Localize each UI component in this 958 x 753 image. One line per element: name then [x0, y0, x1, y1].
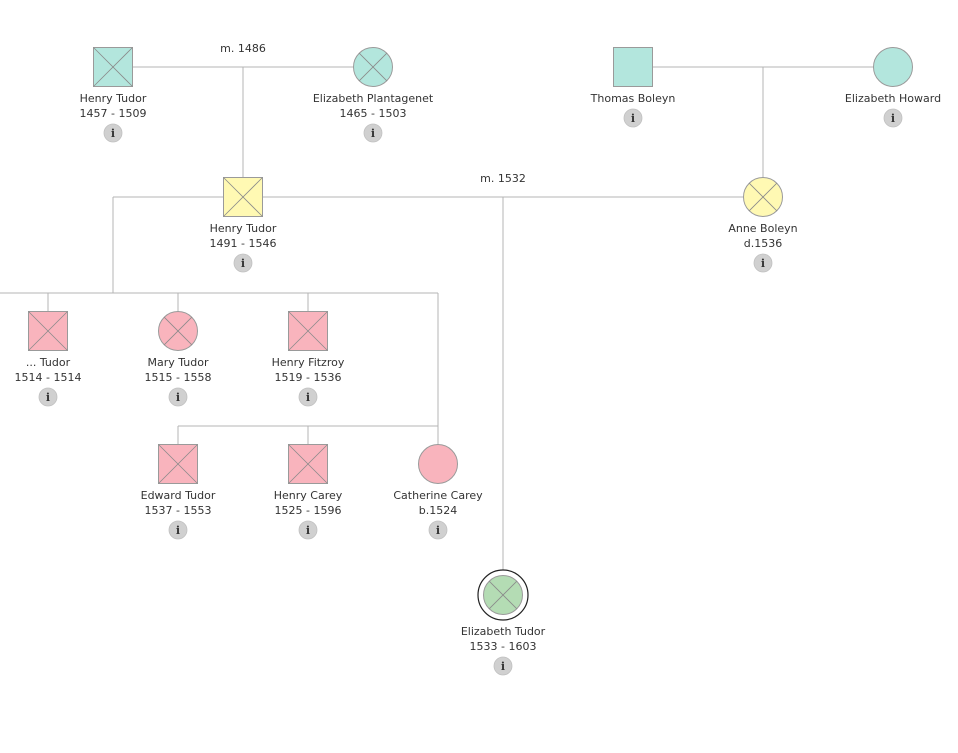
info-icon[interactable]: i [168, 387, 188, 407]
person-dates: b.1524 [419, 504, 457, 517]
deceased-cross [288, 311, 328, 351]
person-henry-tudor-1491[interactable]: Henry Tudor 1491 - 1546 i [210, 177, 277, 273]
person-dates: 1491 - 1546 [210, 237, 277, 250]
person-dates: 1514 - 1514 [15, 371, 82, 384]
person-mary-tudor[interactable]: Mary Tudor 1515 - 1558 i [145, 311, 212, 407]
info-glyph: i [371, 127, 375, 140]
info-glyph: i [501, 660, 505, 673]
marriage-label-1486: m. 1486 [220, 42, 266, 55]
person-dates: 1465 - 1503 [340, 107, 407, 120]
person-dates: 1457 - 1509 [80, 107, 147, 120]
info-button-bg [623, 108, 643, 128]
female-symbol [873, 47, 913, 87]
info-button-bg [168, 520, 188, 540]
person-dates: d.1536 [744, 237, 782, 250]
info-glyph: i [891, 112, 895, 125]
info-icon[interactable]: i [103, 123, 123, 143]
person-dates: 1537 - 1553 [145, 504, 212, 517]
person-edward-tudor[interactable]: Edward Tudor 1537 - 1553 i [141, 444, 216, 540]
info-button-bg [103, 123, 123, 143]
person-name: Thomas Boleyn [590, 92, 676, 105]
info-button-bg [753, 253, 773, 273]
marriage-labels: m. 1486 m. 1532 [220, 42, 526, 185]
person-name: Henry Carey [274, 489, 343, 502]
info-glyph: i [111, 127, 115, 140]
person-anne-boleyn[interactable]: Anne Boleyn d.1536 i [728, 177, 798, 273]
info-glyph: i [761, 257, 765, 270]
info-icon[interactable]: i [428, 520, 448, 540]
person-elizabeth-plantagenet[interactable]: Elizabeth Plantagenet 1465 - 1503 i [313, 47, 434, 143]
person-henry-tudor-1457[interactable]: Henry Tudor 1457 - 1509 i [80, 47, 147, 143]
person-henry-fitzroy[interactable]: Henry Fitzroy 1519 - 1536 i [272, 311, 345, 407]
info-glyph: i [176, 524, 180, 537]
info-button-bg [493, 656, 513, 676]
info-button-bg [363, 123, 383, 143]
deceased-cross [28, 311, 68, 351]
person-name: Henry Fitzroy [272, 356, 345, 369]
deceased-cross [158, 444, 198, 484]
info-icon[interactable]: i [38, 387, 58, 407]
info-glyph: i [306, 391, 310, 404]
info-button-bg [298, 520, 318, 540]
person-name: Elizabeth Tudor [461, 625, 546, 638]
person-name: Mary Tudor [147, 356, 208, 369]
deceased-cross [488, 580, 518, 610]
info-icon[interactable]: i [298, 387, 318, 407]
info-icon[interactable]: i [883, 108, 903, 128]
info-icon[interactable]: i [298, 520, 318, 540]
info-glyph: i [176, 391, 180, 404]
person-dates: 1515 - 1558 [145, 371, 212, 384]
info-glyph: i [631, 112, 635, 125]
deceased-cross [288, 444, 328, 484]
person-name: Elizabeth Howard [845, 92, 941, 105]
person-catherine-carey[interactable]: Catherine Carey b.1524 i [393, 444, 483, 540]
deceased-cross [358, 52, 388, 82]
person-name: Catherine Carey [393, 489, 483, 502]
info-icon[interactable]: i [168, 520, 188, 540]
male-symbol [613, 47, 653, 87]
person-name: Elizabeth Plantagenet [313, 92, 434, 105]
info-icon[interactable]: i [623, 108, 643, 128]
deceased-cross [93, 47, 133, 87]
info-icon[interactable]: i [233, 253, 253, 273]
person-thomas-boleyn[interactable]: Thomas Boleyn i [590, 47, 676, 128]
info-icon[interactable]: i [753, 253, 773, 273]
info-button-bg [168, 387, 188, 407]
person-name: ... Tudor [26, 356, 71, 369]
info-icon[interactable]: i [493, 656, 513, 676]
info-button-bg [38, 387, 58, 407]
info-icon[interactable]: i [363, 123, 383, 143]
person-name: Anne Boleyn [728, 222, 797, 235]
info-button-bg [883, 108, 903, 128]
person-tudor-1514[interactable]: ... Tudor 1514 - 1514 i [15, 311, 82, 407]
deceased-cross [163, 316, 193, 346]
info-glyph: i [241, 257, 245, 270]
info-button-bg [298, 387, 318, 407]
person-name: Edward Tudor [141, 489, 216, 502]
person-henry-carey[interactable]: Henry Carey 1525 - 1596 i [274, 444, 343, 540]
marriage-label-1532: m. 1532 [480, 172, 526, 185]
info-glyph: i [306, 524, 310, 537]
deceased-cross [223, 177, 263, 217]
person-dates: 1525 - 1596 [275, 504, 342, 517]
person-elizabeth-howard[interactable]: Elizabeth Howard i [845, 47, 941, 128]
person-elizabeth-tudor[interactable]: Elizabeth Tudor 1533 - 1603 i [461, 569, 546, 676]
person-name: Henry Tudor [80, 92, 147, 105]
female-symbol [418, 444, 458, 484]
info-glyph: i [46, 391, 50, 404]
person-name: Henry Tudor [210, 222, 277, 235]
deceased-cross [748, 182, 778, 212]
person-dates: 1533 - 1603 [470, 640, 537, 653]
info-glyph: i [436, 524, 440, 537]
info-button-bg [428, 520, 448, 540]
relationship-lines [0, 66, 873, 570]
person-dates: 1519 - 1536 [275, 371, 342, 384]
info-button-bg [233, 253, 253, 273]
